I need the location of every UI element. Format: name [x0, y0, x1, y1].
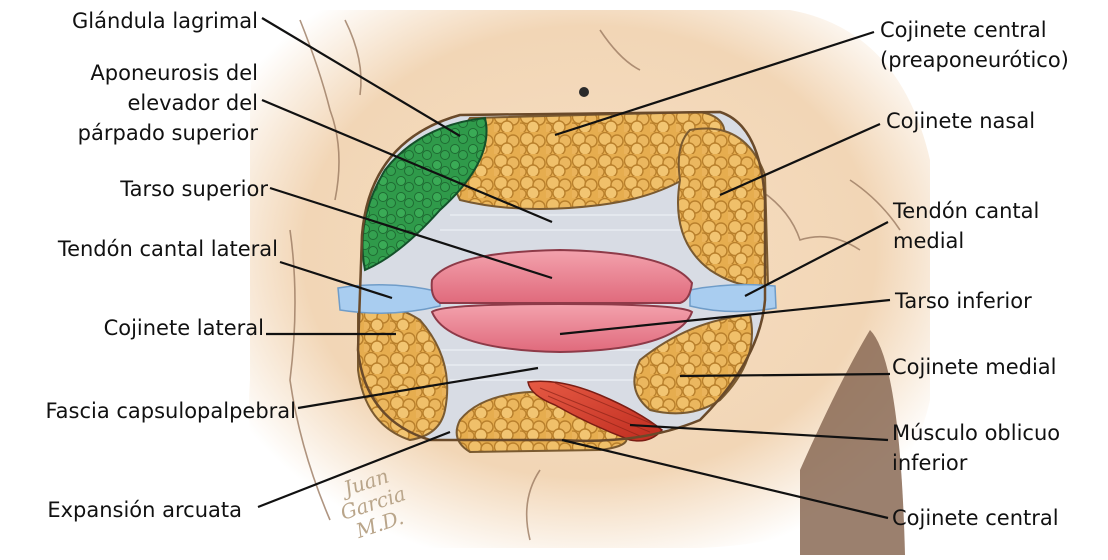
- label-musculo-oblicuo-inferior: Músculo oblicuo inferior: [892, 418, 1060, 478]
- supraorbital-notch: [579, 87, 589, 97]
- label-cojinete-medial: Cojinete medial: [892, 352, 1056, 382]
- label-cojinete-central-preaponeurotico: Cojinete central (preaponeurótico): [880, 15, 1069, 75]
- label-cojinete-nasal: Cojinete nasal: [886, 106, 1035, 136]
- lateral-canthal-tendon: [338, 285, 440, 313]
- label-tarso-superior: Tarso superior: [0, 174, 268, 204]
- label-cojinete-central-pre-line-1: Cojinete central: [880, 15, 1069, 45]
- label-cojinete-lateral: Cojinete lateral: [0, 313, 264, 343]
- label-cojinete-central: Cojinete central: [892, 503, 1059, 533]
- label-tendon-cantal-lateral: Tendón cantal lateral: [0, 234, 278, 264]
- label-expansion-arcuata: Expansión arcuata: [0, 495, 242, 525]
- label-musculo-oblicuo-line-2: inferior: [892, 448, 1060, 478]
- label-fascia-capsulopalpebral: Fascia capsulopalpebral: [0, 396, 296, 426]
- label-cojinete-central-pre-line-2: (preaponeurótico): [880, 45, 1069, 75]
- label-aponeurosis-line-3: párpado superior: [0, 118, 258, 148]
- label-aponeurosis: Aponeurosis del elevador del párpado sup…: [0, 58, 258, 148]
- label-aponeurosis-line-1: Aponeurosis del: [0, 58, 258, 88]
- label-tendon-cantal-medial: Tendón cantal medial: [893, 196, 1039, 256]
- label-tarso-inferior: Tarso inferior: [895, 286, 1032, 316]
- label-tendon-cantal-medial-line-1: Tendón cantal: [893, 196, 1039, 226]
- label-glandula-lagrimal: Glándula lagrimal: [0, 6, 258, 36]
- label-aponeurosis-line-2: elevador del: [0, 88, 258, 118]
- label-tendon-cantal-medial-line-2: medial: [893, 226, 1039, 256]
- label-musculo-oblicuo-line-1: Músculo oblicuo: [892, 418, 1060, 448]
